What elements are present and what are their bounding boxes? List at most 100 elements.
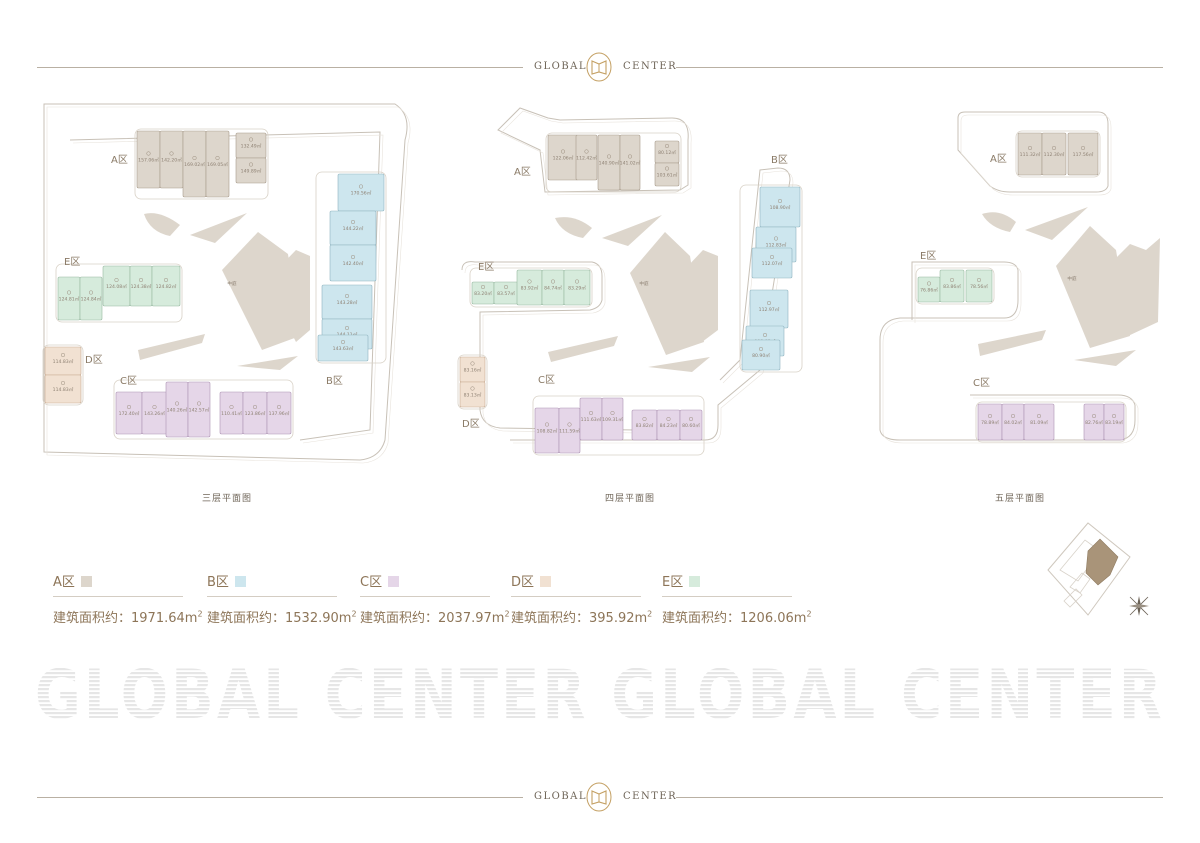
unit-entrance-icon bbox=[146, 151, 151, 156]
legend-swatch bbox=[540, 576, 552, 587]
legend-zone-name: C区 bbox=[360, 575, 383, 590]
unit-entrance-icon bbox=[470, 361, 475, 366]
f4-zone-a-unit-2[interactable] bbox=[575, 134, 598, 181]
f5-zone-c-unit-3[interactable] bbox=[1023, 403, 1055, 441]
floor5-void-3 bbox=[1056, 226, 1130, 348]
unit-entrance-icon bbox=[664, 166, 670, 171]
f4-zone-a-unit-area: 140.90㎡ bbox=[599, 160, 620, 167]
f4-zone-b-unit-area: 112.83㎡ bbox=[766, 242, 787, 249]
unit-entrance-icon bbox=[664, 143, 670, 149]
f4-zone-b-unit-3[interactable] bbox=[751, 247, 793, 279]
f5-zone-c-unit-area: 78.89㎡ bbox=[981, 419, 999, 426]
f4-zone-a-unit-area: 141.02㎡ bbox=[620, 160, 641, 167]
legend-item-3: C区建筑面积约：2037.97m2 bbox=[360, 571, 510, 626]
unit-entrance-icon bbox=[527, 279, 532, 284]
f4-zone-e-unit-area: 84.74㎡ bbox=[544, 285, 562, 292]
f4-zone-c-unit-7[interactable] bbox=[679, 409, 703, 441]
f4-zone-c-unit-area: 80.60㎡ bbox=[682, 422, 700, 429]
f3-zone-a-unit-area: 142.20㎡ bbox=[161, 157, 182, 164]
legend-swatch bbox=[80, 576, 92, 587]
unit-entrance-icon bbox=[926, 281, 932, 286]
f3-zone-c-unit-7[interactable] bbox=[266, 391, 292, 435]
f3-zone-b-unit-area: 170.56㎡ bbox=[351, 190, 372, 197]
footer-brand-right-word: CENTER bbox=[623, 791, 678, 802]
legend-area-value: 395.92m bbox=[589, 611, 648, 626]
unit-entrance-icon bbox=[126, 404, 132, 410]
f5-zone-c-label: C区 bbox=[973, 377, 990, 389]
f3-zone-c-unit-area: 140.26㎡ bbox=[167, 407, 188, 414]
unit-entrance-icon bbox=[340, 339, 346, 345]
unit-entrance-icon bbox=[192, 155, 197, 161]
legend-item-2: B区建筑面积约：1532.90m2 bbox=[207, 571, 357, 626]
f5-zone-e-label: E区 bbox=[920, 250, 936, 262]
legend-divider bbox=[662, 596, 792, 597]
f5-zone-a-unit-3[interactable] bbox=[1067, 132, 1099, 176]
f3-zone-c-unit-4[interactable] bbox=[187, 381, 211, 438]
unit-entrance-icon bbox=[769, 254, 775, 260]
unit-entrance-icon bbox=[766, 300, 772, 306]
f3-zone-c-unit-area: 137.96㎡ bbox=[269, 410, 290, 417]
f5-zone-a-label: A区 bbox=[990, 153, 1007, 165]
footer-rule-right bbox=[676, 797, 1163, 798]
legend-swatch bbox=[234, 576, 246, 587]
unit-entrance-icon bbox=[584, 149, 589, 154]
unit-entrance-icon bbox=[60, 380, 66, 386]
f5-zone-e-unit-area: 83.86㎡ bbox=[943, 283, 961, 290]
f5-zone-c-unit-5[interactable] bbox=[1103, 403, 1125, 441]
f3-zone-b-unit-area: 144.22㎡ bbox=[343, 225, 364, 232]
f3-zone-e-unit-area: 124.84㎡ bbox=[81, 296, 102, 303]
f3-zone-a-unit-area: 169.02㎡ bbox=[184, 161, 205, 168]
f4-zone-d-unit-2[interactable] bbox=[459, 381, 486, 408]
f3-zone-e-unit-2[interactable] bbox=[79, 276, 103, 321]
legend-area-unit-sup: 2 bbox=[647, 609, 653, 619]
f3-zone-a-unit-4[interactable] bbox=[205, 130, 230, 198]
floor5-left-ring bbox=[879, 261, 1019, 341]
f5-zone-a-unit-area: 112.30㎡ bbox=[1044, 151, 1065, 158]
unit-entrance-icon bbox=[949, 277, 955, 283]
legend-area-unit-sup: 2 bbox=[806, 609, 812, 619]
f4-zone-b-unit-6[interactable] bbox=[741, 339, 781, 371]
f3-zone-a-unit-area: 157.06㎡ bbox=[138, 157, 159, 164]
header-rule-left bbox=[37, 67, 523, 68]
f4-zone-e-unit-area: 83.92㎡ bbox=[521, 285, 539, 292]
north-compass-icon bbox=[1129, 596, 1149, 616]
f5-zone-c-unit-area: 82.76㎡ bbox=[1085, 419, 1103, 426]
unit-entrance-icon bbox=[358, 184, 364, 189]
f4-zone-a-unit-4[interactable] bbox=[619, 134, 641, 191]
f4-zone-e-unit-5[interactable] bbox=[563, 269, 591, 306]
unit-entrance-icon bbox=[163, 277, 169, 283]
floor3-void-3 bbox=[222, 232, 300, 350]
f3-zone-c-unit-area: 110.41㎡ bbox=[221, 410, 242, 417]
f3-zone-b-unit-3[interactable] bbox=[329, 244, 377, 282]
f5-zone-e-unit-3[interactable] bbox=[965, 269, 993, 303]
f5-zone-a-unit-2[interactable] bbox=[1041, 132, 1067, 176]
f4-zone-c-unit-4[interactable] bbox=[601, 397, 624, 441]
unit-entrance-icon bbox=[1111, 413, 1117, 419]
legend-area-value: 1532.90m bbox=[285, 611, 352, 626]
f3-zone-d-unit-2[interactable] bbox=[44, 374, 82, 404]
floor4-atrium-label: 中庭 bbox=[639, 280, 649, 287]
legend-area-prefix: 建筑面积约： bbox=[662, 611, 741, 626]
legend-item-5: E区建筑面积约：1206.06m2 bbox=[662, 571, 812, 626]
f4-zone-c-unit-area: 83.82㎡ bbox=[636, 422, 654, 429]
f5-zone-e-unit-2[interactable] bbox=[939, 269, 965, 303]
f4-zone-b-corridor bbox=[739, 184, 803, 373]
f4-zone-e-unit-area: 83.57㎡ bbox=[497, 290, 515, 297]
unit-entrance-icon bbox=[574, 279, 580, 284]
legend-area: 建筑面积约：1532.90m2 bbox=[207, 607, 357, 626]
floor5-void-1 bbox=[982, 212, 1016, 232]
f4-zone-c-unit-area: 111.59㎡ bbox=[559, 428, 580, 435]
f3-zone-e-unit-5[interactable] bbox=[151, 265, 181, 307]
f3-zone-b-unit-6[interactable] bbox=[317, 334, 369, 362]
unit-entrance-icon bbox=[350, 219, 356, 225]
f4-zone-c-corridor bbox=[532, 395, 705, 456]
unit-entrance-icon bbox=[344, 325, 350, 331]
f3-zone-c-label: C区 bbox=[120, 375, 137, 387]
f3-zone-a-unit-area: 132.49㎡ bbox=[241, 143, 262, 150]
f4-zone-a-unit-6[interactable] bbox=[654, 162, 680, 187]
unit-entrance-icon bbox=[567, 422, 572, 427]
f3-zone-e-unit-area: 124.82㎡ bbox=[156, 283, 177, 290]
f3-zone-a-unit-6[interactable] bbox=[235, 157, 267, 184]
f3-zone-e-unit-area: 124.81㎡ bbox=[59, 296, 80, 303]
unit-entrance-icon bbox=[248, 162, 254, 167]
